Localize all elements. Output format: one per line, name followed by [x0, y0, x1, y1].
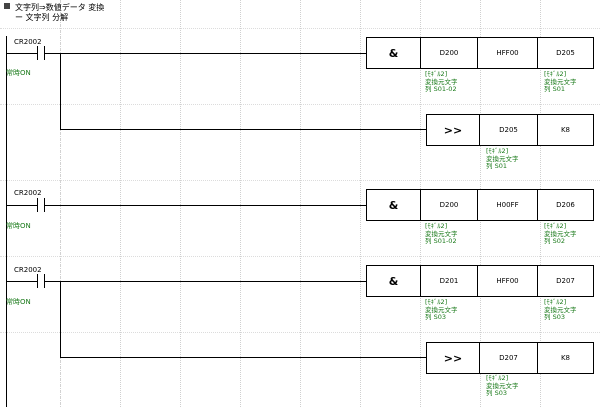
wire	[60, 357, 427, 358]
grid-line	[180, 0, 181, 407]
wire	[6, 281, 37, 282]
operand: H00FF	[478, 189, 538, 221]
program-comment-header: 文字列⇒数値データ 変換 ー 文字列 分解	[4, 3, 104, 23]
contact-label: CR2002	[14, 266, 42, 274]
operand: D207	[538, 265, 594, 297]
grid-line	[360, 0, 361, 407]
device-comment: [ﾓｷﾞﾙ2] 変換元文字 列 S03	[425, 298, 458, 321]
instruction-op: >>	[426, 342, 480, 374]
square-bullet-icon	[4, 3, 10, 9]
instruction-op: &	[366, 189, 421, 221]
contact-const-comment: 常時ON	[6, 222, 31, 230]
operand: D205	[480, 114, 538, 146]
grid-line	[240, 0, 241, 407]
device-comment: [ﾓｷﾞﾙ2] 変換元文字 列 S01-02	[425, 70, 458, 93]
grid-line	[0, 180, 600, 181]
operand: K8	[538, 114, 594, 146]
device-comment: [ﾓｷﾞﾙ2] 変換元文字 列 S03	[486, 374, 519, 397]
wire	[6, 205, 37, 206]
device-comment: [ﾓｷﾞﾙ2] 変換元文字 列 S01	[544, 70, 577, 93]
grid-line	[0, 104, 600, 105]
contact-const-comment: 常時ON	[6, 298, 31, 306]
header-title: 文字列⇒数値データ 変換	[15, 3, 105, 12]
grid-line	[60, 0, 61, 407]
grid-line	[300, 0, 301, 407]
instruction-op: &	[366, 265, 421, 297]
contact-label: CR2002	[14, 38, 42, 46]
operand: D207	[480, 342, 538, 374]
left-power-rail	[6, 36, 7, 407]
wire	[60, 129, 427, 130]
wire	[44, 281, 367, 282]
operand: D205	[538, 37, 594, 69]
contact-const-comment: 常時ON	[6, 69, 31, 77]
header-subtitle: ー 文字列 分解	[15, 13, 69, 22]
device-comment: [ﾓｷﾞﾙ2] 変換元文字 列 S01-02	[425, 222, 458, 245]
device-comment: [ﾓｷﾞﾙ2] 変換元文字 列 S01	[486, 147, 519, 170]
wire	[6, 53, 37, 54]
branch-wire	[60, 281, 61, 357]
grid-line	[0, 332, 600, 333]
grid-line	[120, 0, 121, 407]
instruction-op: >>	[426, 114, 480, 146]
device-comment: [ﾓｷﾞﾙ2] 変換元文字 列 S03	[544, 298, 577, 321]
operand: HFF00	[478, 37, 538, 69]
operand: D200	[421, 37, 478, 69]
wire	[44, 53, 367, 54]
operand: D200	[421, 189, 478, 221]
operand: D206	[538, 189, 594, 221]
wire	[44, 205, 367, 206]
branch-wire	[60, 53, 61, 129]
operand: K8	[538, 342, 594, 374]
instruction-op: &	[366, 37, 421, 69]
device-comment: [ﾓｷﾞﾙ2] 変換元文字 列 S02	[544, 222, 577, 245]
grid-line	[0, 28, 600, 29]
operand: D201	[421, 265, 478, 297]
contact-label: CR2002	[14, 189, 42, 197]
operand: HFF00	[478, 265, 538, 297]
grid-line	[0, 256, 600, 257]
